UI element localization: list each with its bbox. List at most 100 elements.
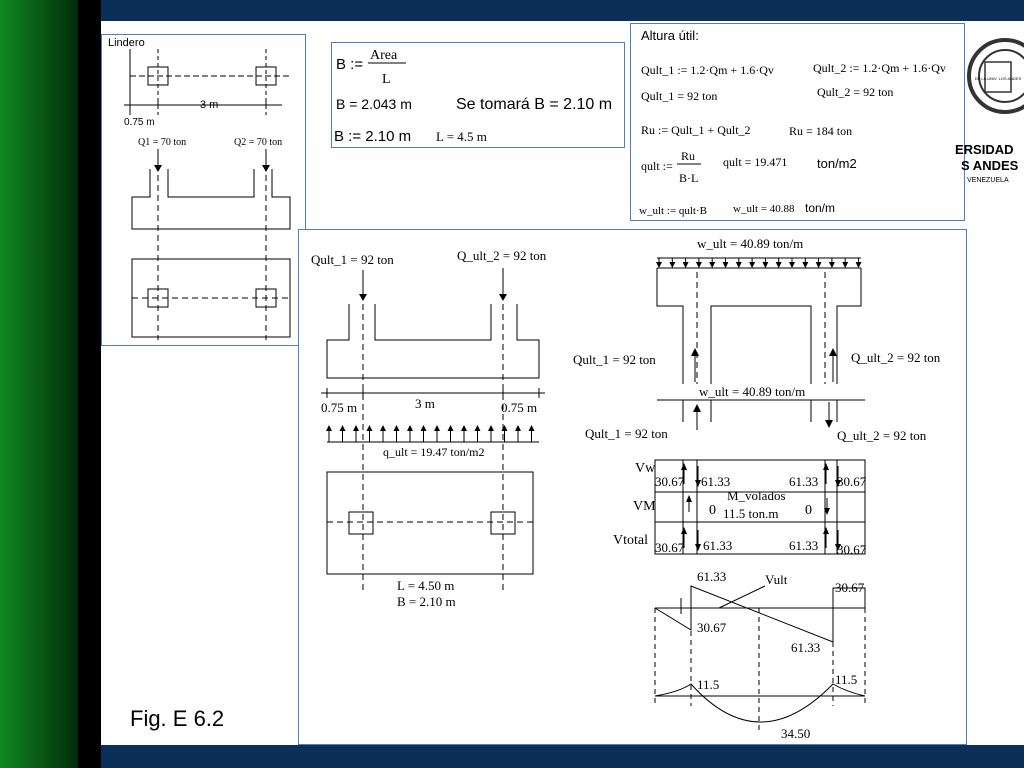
load-arrow-head — [802, 262, 809, 268]
pressure-arrow-head — [366, 425, 373, 431]
wult-unit: ton/m — [805, 201, 835, 215]
pressure-arrow-head — [501, 425, 508, 431]
vw-6133-b: 61.33 — [789, 474, 818, 489]
qult-val: qult = 19.471 — [723, 155, 787, 169]
d-q-ult: q_ult = 19.47 ton/m2 — [383, 445, 484, 459]
top-band — [101, 0, 1024, 21]
vw-3067-b: 30.67 — [837, 474, 867, 489]
load-arrow-head — [682, 262, 689, 268]
load-arrow-head — [855, 262, 862, 268]
md-115-left: 11.5 — [697, 677, 719, 692]
pressure-arrow-head — [515, 425, 521, 431]
load-arrow-head — [815, 262, 822, 268]
panel-footing-sketch: Lindero 0.75 m 3 m Q1 = 70 ton Q2 = 70 t… — [101, 34, 306, 346]
load-arrow-head — [722, 262, 729, 268]
pressure-arrow-head — [434, 425, 440, 431]
width-calc-svg: B := Area L B = 2.043 m Se tomará B = 2.… — [334, 48, 612, 145]
footing-sketch-svg: Lindero 0.75 m 3 m Q1 = 70 ton Q2 = 70 t… — [108, 37, 292, 340]
pressure-arrow-head — [353, 425, 359, 431]
pressure-arrow-head — [474, 425, 481, 431]
altura-util-title: Altura útil: — [641, 28, 699, 43]
university-logo: DE LA UNIV. LOS ANDES ERSIDAD S ANDES VE… — [955, 30, 1024, 190]
dim-075: 0.75 m — [124, 117, 155, 128]
logo-line2: S ANDES — [961, 158, 1019, 173]
qult-num: Ru — [681, 149, 695, 163]
md-115-right: 11.5 — [835, 672, 857, 687]
q2-label: Q2 = 70 ton — [234, 137, 282, 148]
d-L: L = 4.50 m — [397, 578, 454, 593]
qult2-def: Qult_2 := 1.2·Qm + 1.6·Qv — [813, 61, 946, 75]
d-dim-c: 0.75 m — [501, 400, 537, 415]
pressure-arrow-head — [339, 425, 346, 431]
qult-den: B·L — [679, 171, 698, 185]
ru-def: Ru := Qult_1 + Qult_2 — [641, 123, 751, 137]
sd-3067-left: 30.67 — [697, 620, 727, 635]
d-frame-left: Qult_1 = 92 ton — [573, 352, 656, 367]
load-arrow-head — [842, 262, 849, 268]
vw-6133-a: 61.33 — [701, 474, 730, 489]
vm-zero-a: 0 — [709, 503, 716, 518]
b-def-num: Area — [370, 48, 398, 63]
panel-loads-calc: Altura útil: Qult_1 := 1.2·Qm + 1.6·Qv Q… — [630, 23, 965, 221]
vt-6133-b: 61.33 — [789, 538, 818, 553]
d-beam-left: Qult_1 = 92 ton — [585, 426, 668, 441]
pressure-arrow-head — [380, 425, 386, 431]
b-adopted: Se tomará B = 2.10 m — [456, 96, 612, 113]
logo-line3: VENEZUELA — [967, 177, 1009, 184]
load-arrow-head — [789, 262, 795, 268]
pressure-arrow-head — [420, 425, 427, 431]
wult-def: w_ult := qult·B — [639, 205, 707, 217]
sd-3067-right: 30.67 — [835, 580, 865, 595]
d-dim-a: 0.75 m — [321, 400, 357, 415]
row-vw: Vw — [635, 461, 656, 476]
panel-main-figure: Qult_1 = 92 ton Q_ult_2 = 92 ton 0.75 m … — [298, 229, 967, 745]
ru-val: Ru = 184 ton — [789, 124, 852, 138]
logo-line1: ERSIDAD — [955, 142, 1014, 157]
sd-6133-bottom: 61.33 — [791, 640, 820, 655]
l-value: L = 4.5 m — [436, 129, 487, 144]
wult-val: w_ult = 40.88 — [733, 203, 795, 215]
d-dim-b: 3 m — [415, 396, 435, 411]
sd-vult: Vult — [765, 572, 788, 587]
d-qult1: Qult_1 = 92 ton — [311, 252, 394, 267]
row-vm: VM — [633, 499, 656, 514]
d-frame-right: Q_ult_2 = 92 ton — [851, 350, 941, 365]
figure-caption: Fig. E 6.2 — [130, 706, 225, 731]
d-wult-mid: w_ult = 40.89 ton/m — [699, 384, 805, 399]
qult1-def: Qult_1 := 1.2·Qm + 1.6·Qv — [641, 63, 774, 77]
b-def-den: L — [382, 72, 391, 87]
pressure-arrow-head — [447, 425, 454, 431]
pressure-arrow-head — [488, 425, 494, 431]
logo-svg: DE LA UNIV. LOS ANDES ERSIDAD S ANDES VE… — [955, 38, 1024, 184]
bottom-band — [101, 745, 1024, 768]
b-def-lhs: B := — [336, 56, 363, 73]
d-beam-right: Q_ult_2 = 92 ton — [837, 428, 927, 443]
mvol-line1: M_volados — [727, 488, 786, 503]
vt-3067-a: 30.67 — [655, 540, 685, 555]
b-set: B := 2.10 m — [334, 128, 411, 145]
qult-lhs: qult := — [641, 159, 673, 173]
pressure-arrow-head — [393, 425, 400, 431]
left-dark-stripe — [78, 0, 101, 768]
loads-calc-svg: Altura útil: Qult_1 := 1.2·Qm + 1.6·Qv Q… — [639, 28, 946, 217]
load-arrow-head — [775, 262, 782, 268]
vt-6133-a: 61.33 — [703, 538, 732, 553]
vt-3067-b: 30.67 — [837, 542, 867, 557]
load-arrow-head — [828, 262, 835, 268]
w-ult-arrows — [656, 258, 862, 268]
left-green-bar — [0, 0, 78, 768]
qult2-val: Qult_2 = 92 ton — [817, 85, 893, 99]
soil-pressure-arrows — [326, 425, 535, 442]
panel-width-calc: B := Area L B = 2.043 m Se tomará B = 2.… — [331, 42, 625, 148]
load-arrow-head — [669, 262, 676, 268]
vw-3067-a: 30.67 — [655, 474, 685, 489]
vm-zero-b: 0 — [805, 503, 812, 518]
load-arrow-head — [709, 262, 716, 268]
mvol-line2: 11.5 ton.m — [723, 506, 779, 521]
pressure-arrow-head — [326, 425, 332, 431]
logo-seal-text: DE LA UNIV. LOS ANDES — [975, 76, 1022, 81]
d-wult-top: w_ult = 40.89 ton/m — [697, 236, 803, 251]
load-arrow-head — [749, 262, 756, 268]
load-arrow-head — [656, 262, 662, 268]
pressure-arrow-head — [407, 425, 413, 431]
